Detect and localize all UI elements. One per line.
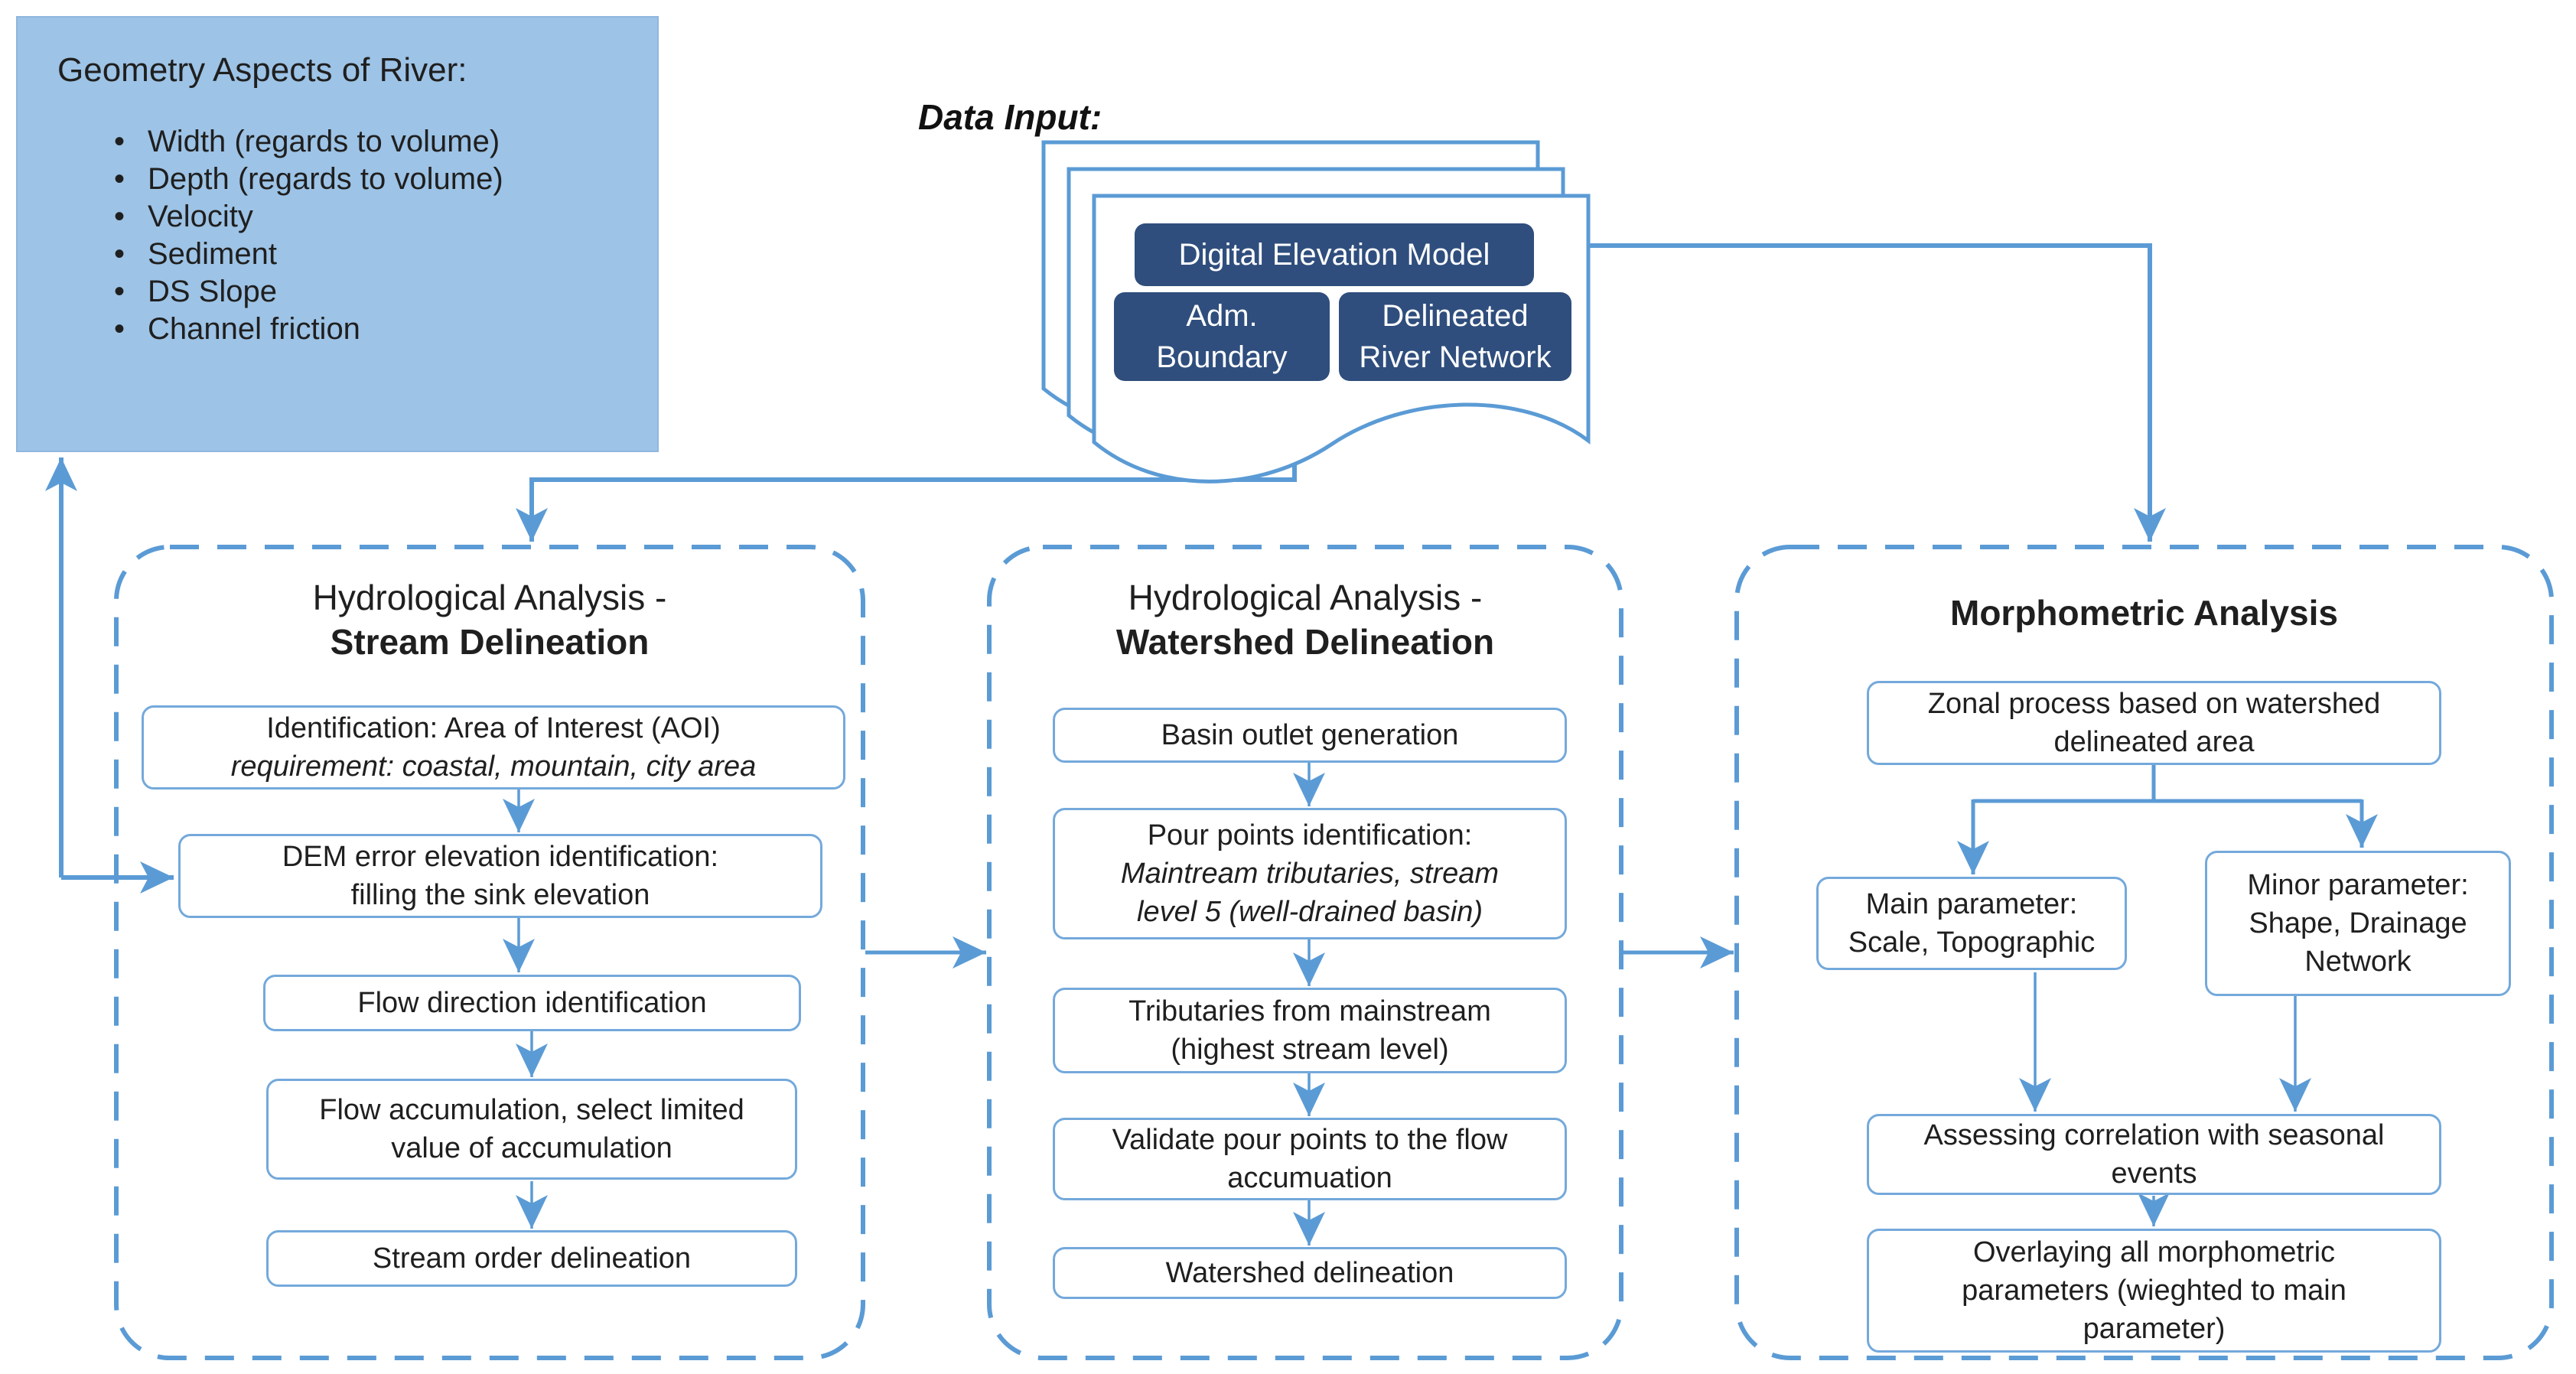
- step-line: Watershed delineation: [1165, 1257, 1454, 1289]
- step-flow-direction: Flow direction identification: [263, 975, 801, 1031]
- morphometric-analysis-title: Morphometric Analysis: [1737, 591, 2552, 635]
- step-line: accumuation: [1227, 1162, 1392, 1194]
- step-line: level 5 (well-drained basin): [1137, 896, 1483, 928]
- step-watershed-delineation: Watershed delineation: [1053, 1247, 1567, 1299]
- title-line: Watershed Delineation: [1115, 622, 1495, 662]
- bullet-item: Velocity: [108, 198, 657, 236]
- step-line: Basin outlet generation: [1161, 719, 1459, 751]
- step-line: Assessing correlation with seasonal: [1923, 1119, 2385, 1151]
- step-line: Pour points identification:: [1147, 819, 1473, 851]
- step-line: Scale, Topographic: [1848, 926, 2096, 959]
- step-line: Flow direction identification: [357, 987, 707, 1019]
- bullet-item: Channel friction: [108, 311, 657, 348]
- container-watershed-delineation: [987, 545, 1623, 1360]
- step-line: Identification: Area of Interest (AOI): [266, 712, 721, 744]
- geometry-bullet-list: Width (regards to volume) Depth (regards…: [108, 123, 657, 348]
- step-line: (highest stream level): [1171, 1034, 1449, 1066]
- container-morphometric-analysis: [1734, 545, 2554, 1360]
- chip-delineated-river-network: Delineated River Network: [1339, 292, 1571, 381]
- geometry-panel-title: Geometry Aspects of River:: [57, 51, 467, 89]
- step-assessing-correlation: Assessing correlation with seasonal even…: [1867, 1114, 2441, 1195]
- geometry-aspects-panel: Geometry Aspects of River: Width (regard…: [16, 16, 659, 452]
- step-validate-pour-points: Validate pour points to the flow accumua…: [1053, 1118, 1567, 1200]
- step-tributaries-from-mainstream: Tributaries from mainstream (highest str…: [1053, 988, 1567, 1073]
- step-flow-accumulation: Flow accumulation, select limited value …: [266, 1079, 797, 1180]
- chip-label: Delineated: [1382, 299, 1529, 333]
- step-zonal-process: Zonal process based on watershed delinea…: [1867, 681, 2441, 765]
- step-line: Zonal process based on watershed: [1927, 688, 2381, 720]
- bullet-item: Sediment: [108, 236, 657, 273]
- step-overlaying-parameters: Overlaying all morphometric parameters (…: [1867, 1229, 2441, 1353]
- step-line: requirement: coastal, mountain, city are…: [230, 750, 757, 783]
- step-basin-outlet-generation: Basin outlet generation: [1053, 708, 1567, 763]
- step-line: parameters (wieghted to main: [1962, 1275, 2346, 1307]
- chip-label: Adm.: [1186, 299, 1258, 333]
- bullet-item: DS Slope: [108, 273, 657, 311]
- step-minor-parameter: Minor parameter: Shape, Drainage Network: [2205, 851, 2511, 996]
- title-line: Morphometric Analysis: [1950, 593, 2338, 633]
- step-pour-points-identification: Pour points identification: Maintream tr…: [1053, 808, 1567, 939]
- stream-delineation-title: Hydrological Analysis - Stream Delineati…: [116, 575, 863, 664]
- step-stream-order-delineation: Stream order delineation: [266, 1230, 797, 1287]
- step-line: filling the sink elevation: [350, 879, 650, 911]
- step-main-parameter: Main parameter: Scale, Topographic: [1816, 877, 2127, 970]
- step-line: Validate pour points to the flow: [1112, 1124, 1508, 1156]
- step-line: Minor parameter:: [2247, 869, 2469, 901]
- bullet-item: Width (regards to volume): [108, 123, 657, 161]
- step-line: Tributaries from mainstream: [1128, 995, 1491, 1027]
- data-input-label: Data Input:: [918, 97, 1102, 137]
- step-line: events: [2111, 1157, 2197, 1190]
- step-line: Maintream tributaries, stream: [1120, 858, 1500, 890]
- step-line: Flow accumulation, select limited: [319, 1094, 744, 1126]
- step-line: Overlaying all morphometric: [1972, 1236, 2336, 1268]
- step-line: Main parameter:: [1865, 888, 2078, 920]
- chip-label: Digital Elevation Model: [1178, 238, 1490, 272]
- watershed-delineation-title: Hydrological Analysis - Watershed Deline…: [989, 575, 1621, 664]
- step-line: parameter): [2083, 1313, 2226, 1345]
- chip-adm-boundary: Adm. Boundary: [1114, 292, 1330, 381]
- step-line: Shape, Drainage: [2249, 907, 2467, 939]
- step-dem-error-elevation: DEM error elevation identification: fill…: [178, 834, 822, 918]
- step-identification-aoi: Identification: Area of Interest (AOI) r…: [142, 705, 845, 790]
- chip-label: River Network: [1359, 340, 1552, 374]
- title-line: Hydrological Analysis -: [1128, 578, 1483, 617]
- arrow-datainput-to-morphometric: [1588, 243, 2166, 542]
- step-line: Network: [2304, 946, 2412, 978]
- step-line: value of accumulation: [391, 1132, 672, 1164]
- chip-label: Boundary: [1156, 340, 1288, 374]
- step-line: DEM error elevation identification:: [282, 841, 719, 873]
- chip-digital-elevation-model: Digital Elevation Model: [1135, 223, 1534, 286]
- title-line: Stream Delineation: [330, 622, 650, 662]
- step-line: Stream order delineation: [372, 1242, 692, 1275]
- container-stream-delineation: [114, 545, 865, 1360]
- step-line: delineated area: [2053, 726, 2255, 758]
- bullet-item: Depth (regards to volume): [108, 161, 657, 198]
- title-line: Hydrological Analysis -: [312, 578, 667, 617]
